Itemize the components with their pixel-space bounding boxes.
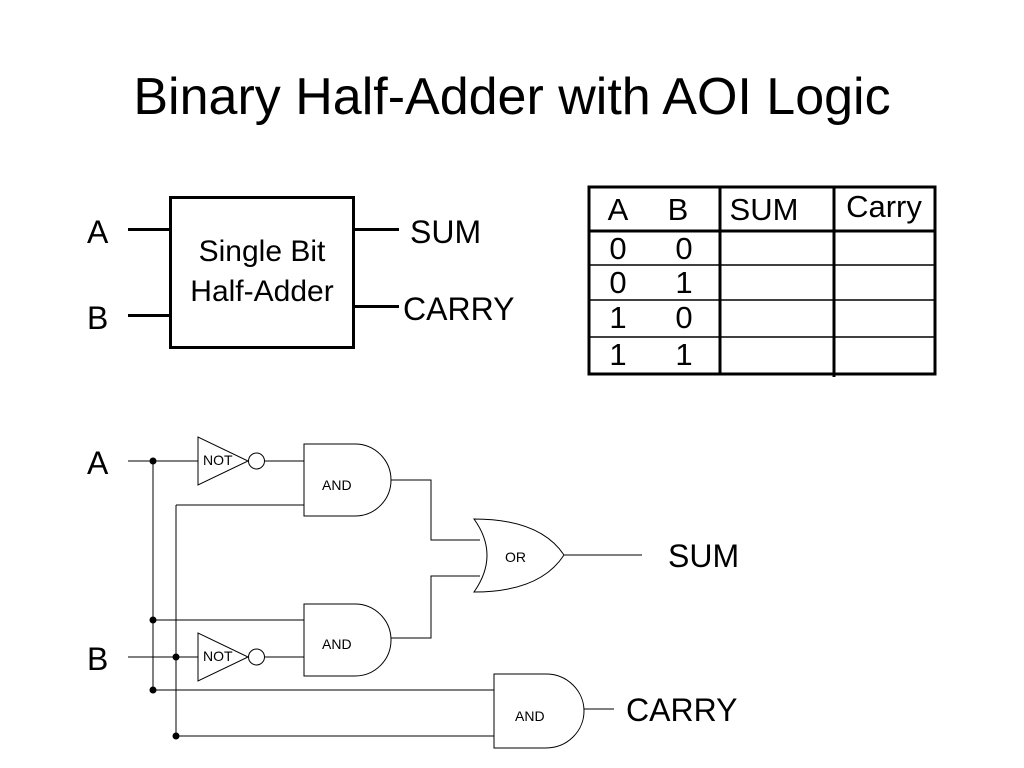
and-gate-carry-label: AND xyxy=(515,708,545,724)
truth-table-row-1-a: 0 xyxy=(609,265,627,300)
and-gate-top-label: AND xyxy=(322,477,352,493)
truth-table-row-3-a: 1 xyxy=(609,337,627,372)
block-carry-label: CARRY xyxy=(403,291,515,327)
block-input-a-label: A xyxy=(87,214,109,250)
block-sum-label: SUM xyxy=(410,214,482,250)
block-input-b-label: B xyxy=(87,300,109,336)
half-adder-block-line1: Single Bit xyxy=(198,235,326,268)
not-gate-bottom-label: NOT xyxy=(203,648,233,664)
truth-table-header-carry: Carry xyxy=(846,189,922,224)
block-carry-wire xyxy=(355,305,399,308)
truth-table-row-0-b: 0 xyxy=(675,231,693,266)
slide-title: Binary Half-Adder with AOI Logic xyxy=(133,68,891,126)
not-gate-top-label: NOT xyxy=(203,452,233,468)
truth-table-row-2-a: 1 xyxy=(609,300,627,335)
truth-table-header-a: A xyxy=(607,192,629,227)
circuit-sum-output-label: SUM xyxy=(668,538,740,574)
block-sum-wire xyxy=(355,228,399,231)
or-gate-label: OR xyxy=(505,549,526,565)
truth-table-header-sum: SUM xyxy=(729,192,799,227)
truth-table-row-3-b: 1 xyxy=(675,337,693,372)
circuit-input-a-label: A xyxy=(87,445,109,481)
truth-table-row-2-b: 0 xyxy=(675,300,693,335)
block-input-a-wire xyxy=(128,228,170,231)
half-adder-block-label: Single Bit Half-Adder xyxy=(169,232,355,312)
half-adder-block-line2: Half-Adder xyxy=(190,275,334,308)
circuit-carry-output-label: CARRY xyxy=(626,692,738,728)
and-gate-middle-label: AND xyxy=(322,636,352,652)
truth-table-row-1-b: 1 xyxy=(675,265,693,300)
block-input-b-wire xyxy=(128,314,170,317)
truth-table-header-b: B xyxy=(667,192,689,227)
truth-table-row-0-a: 0 xyxy=(609,231,627,266)
circuit-input-b-label: B xyxy=(87,641,109,677)
half-adder-block xyxy=(169,196,355,349)
